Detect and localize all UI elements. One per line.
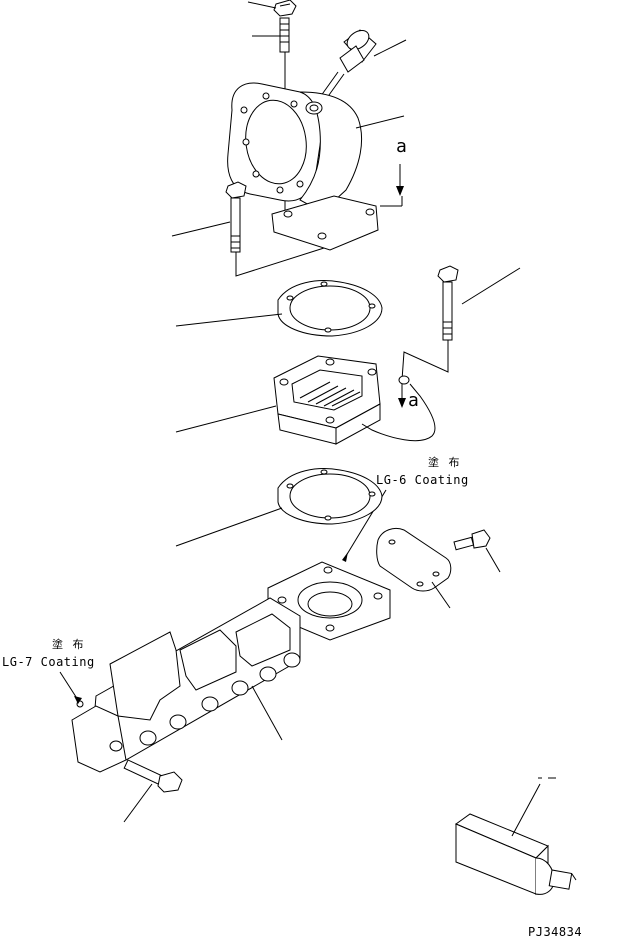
socket-tool [454,813,577,896]
coating-lg7-jp: 塗 布 [52,637,87,651]
leader-heater [175,405,277,433]
stud-bolt [279,17,290,53]
top-nut [273,0,297,17]
leader-flange-bolt [171,221,231,237]
bolt-axis-lines [235,247,325,277]
coating-lg6-label: LG-6 Coating [376,473,469,487]
leader-manifold-bolt [123,783,153,823]
leader-manifold [251,685,283,741]
view-marker-mid: a [408,390,419,411]
coating-lg7-label: LG-7 Coating [2,655,95,669]
leader-sensor [373,39,407,57]
leader-lg7 [59,671,82,704]
leader-gasket-upper [175,313,283,327]
manifold-bolt [123,759,183,793]
leader-tool [511,777,556,837]
gasket-upper [277,280,383,337]
leader-top-nut [247,1,277,9]
drawing-number: PJ34834 [528,925,582,939]
coating-lg6-jp: 塗 布 [428,455,463,469]
leader-cover-plate [431,581,451,609]
exhaust-elbow [227,82,379,251]
leader-heater-bolt [461,267,521,305]
leader-cover-bolt [485,547,501,573]
heater-bolt-axis [401,340,449,381]
cover-bolt [453,529,491,551]
view-marker-top: a [396,136,407,157]
leader-elbow [355,115,405,129]
cover-plate [376,527,452,592]
view-arrow-top [380,164,404,207]
heater-bolt [437,265,459,341]
intake-manifold [71,561,391,773]
gasket-lower [277,468,383,525]
temperature-sensor [317,29,377,103]
intake-heater [273,355,436,445]
flange-bolt [225,181,247,253]
leader-gasket-lower [175,507,283,547]
